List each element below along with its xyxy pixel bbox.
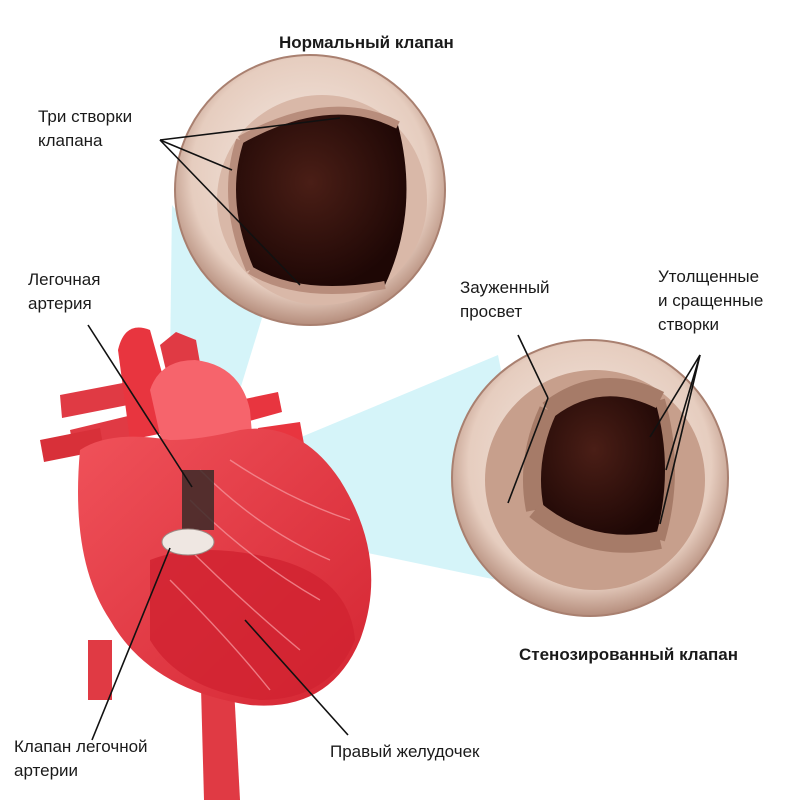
title-normal-valve: Нормальный клапан [279, 33, 454, 52]
right-ventricle-shape [150, 550, 355, 700]
leader-lines [87, 117, 701, 741]
normal-valve [174, 54, 446, 326]
label-three-leaflets: Три створки клапана [38, 107, 133, 150]
pulmonary-valve-disk [161, 528, 215, 556]
label-right-ventricle: Правый желудочек [330, 742, 480, 761]
label-pulmonary-artery: Легочная артерия [28, 270, 101, 313]
label-narrowed-lumen: Зауженный просвет [460, 278, 550, 321]
stenosed-valve [451, 339, 729, 617]
label-thickened-leaflets: Утолщенные и сращенные створки [658, 267, 764, 334]
title-stenosed-valve: Стенозированный клапан [519, 645, 739, 664]
label-pulmonary-valve: Клапан легочной артерии [14, 737, 148, 780]
